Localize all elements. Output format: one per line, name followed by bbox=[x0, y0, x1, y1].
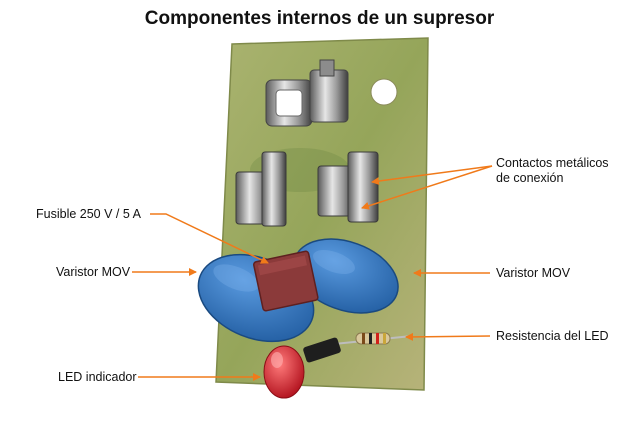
label-varistor-left: Varistor MOV bbox=[56, 265, 131, 279]
arrow-contacts-upper bbox=[371, 165, 493, 186]
diagram-title: Componentes internos de un supresor bbox=[144, 8, 495, 29]
pointer-arrows bbox=[132, 165, 493, 381]
label-fuse: Fusible 250 V / 5 A bbox=[36, 207, 141, 221]
label-resistor: Resistencia del LED bbox=[496, 329, 609, 343]
mount-hole bbox=[370, 78, 398, 106]
metal-contact-left bbox=[235, 151, 287, 227]
top-socket bbox=[265, 59, 349, 127]
led-indicator bbox=[263, 337, 341, 399]
varistor-right bbox=[293, 238, 399, 314]
arrow-resistor bbox=[405, 332, 491, 341]
label-contacts-line1: Contactos metálicos bbox=[496, 156, 609, 170]
arrow-fuse bbox=[150, 213, 269, 264]
label-led: LED indicador bbox=[58, 370, 137, 384]
arrow-contacts-lower bbox=[361, 165, 493, 210]
label-varistor-right: Varistor MOV bbox=[496, 266, 571, 280]
fuse bbox=[253, 250, 319, 312]
resistor bbox=[333, 332, 413, 345]
label-contacts-line2: de conexión bbox=[496, 171, 564, 185]
